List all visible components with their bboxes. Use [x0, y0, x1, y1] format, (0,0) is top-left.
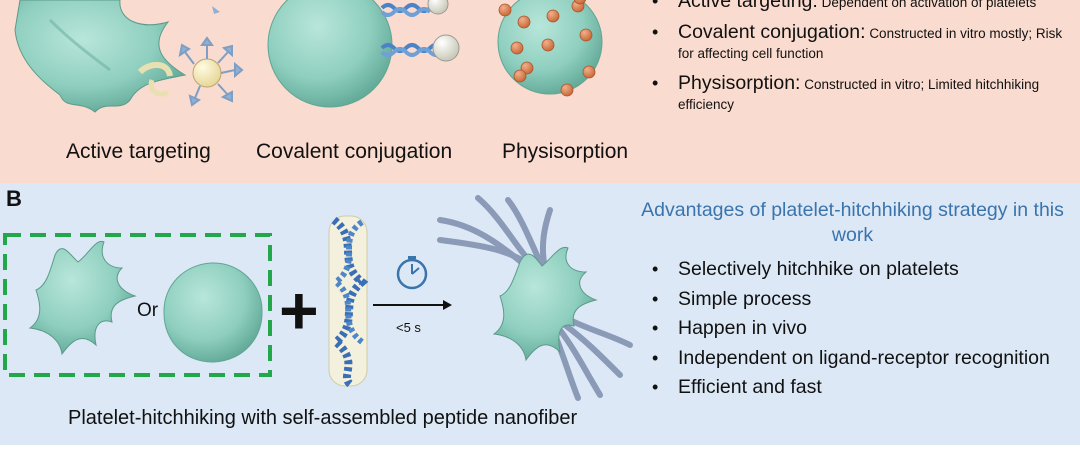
peptide-nanofiber: [328, 215, 369, 388]
receptor-ligand-a: [137, 6, 244, 107]
advantage-item: Selectively hitchhike on platelets: [650, 255, 1078, 285]
label-active-targeting: Active targeting: [66, 140, 211, 163]
platelet-sphere-covalent: [267, 0, 460, 108]
bullet-term: Physisorption:: [678, 72, 801, 94]
advantage-item: Simple process: [650, 285, 1078, 315]
platelet-sphere-physisorption: [497, 0, 603, 97]
label-covalent-conjugation: Covalent conjugation: [256, 140, 453, 163]
dashed-selection-box: [3, 233, 272, 377]
bullet-text: Constructed in vitro; Limited hitchhikin…: [678, 77, 1040, 112]
bullet-term: Covalent conjugation:: [678, 21, 866, 43]
activated-platelet-a: [14, 0, 187, 113]
clock-icon: [396, 256, 428, 290]
time-label: <5 s: [396, 320, 421, 335]
bullet-covalent-conjugation: Covalent conjugation: Constructed in vit…: [650, 22, 1078, 64]
advantages-title: Advantages of platelet-hitchhiking strat…: [641, 199, 1064, 246]
bullet-term: Active targeting:: [678, 0, 818, 12]
panel-a-bullet-list: Active targeting: Dependent on activatio…: [650, 0, 1078, 124]
or-label: Or: [137, 300, 159, 321]
activated-platelet-b: [28, 240, 137, 356]
advantage-item: Independent on ligand-receptor recogniti…: [650, 344, 1078, 374]
bullet-text: Constructed in vitro mostly; Risk for af…: [678, 26, 1063, 61]
hitchhiked-platelet: [437, 195, 633, 401]
resting-platelet-b: [163, 262, 263, 363]
bullet-active-targeting: Active targeting: Dependent on activatio…: [650, 0, 1078, 13]
reaction-arrow: [373, 300, 452, 310]
advantage-item: Efficient and fast: [650, 373, 1078, 403]
advantages-list: Selectively hitchhike on platelets Simpl…: [650, 255, 1078, 403]
panel-letter-b: B: [6, 186, 22, 211]
plus-symbol: +: [279, 273, 319, 349]
bottom-strip: [0, 445, 1080, 459]
label-physisorption: Physisorption: [502, 140, 629, 163]
advantage-item: Happen in vivo: [650, 314, 1078, 344]
bullet-physisorption: Physisorption: Constructed in vitro; Lim…: [650, 73, 1078, 115]
bullet-text: Dependent on activation of platelets: [821, 0, 1037, 10]
panel-b-caption: Platelet-hitchhiking with self-assembled…: [68, 407, 578, 429]
